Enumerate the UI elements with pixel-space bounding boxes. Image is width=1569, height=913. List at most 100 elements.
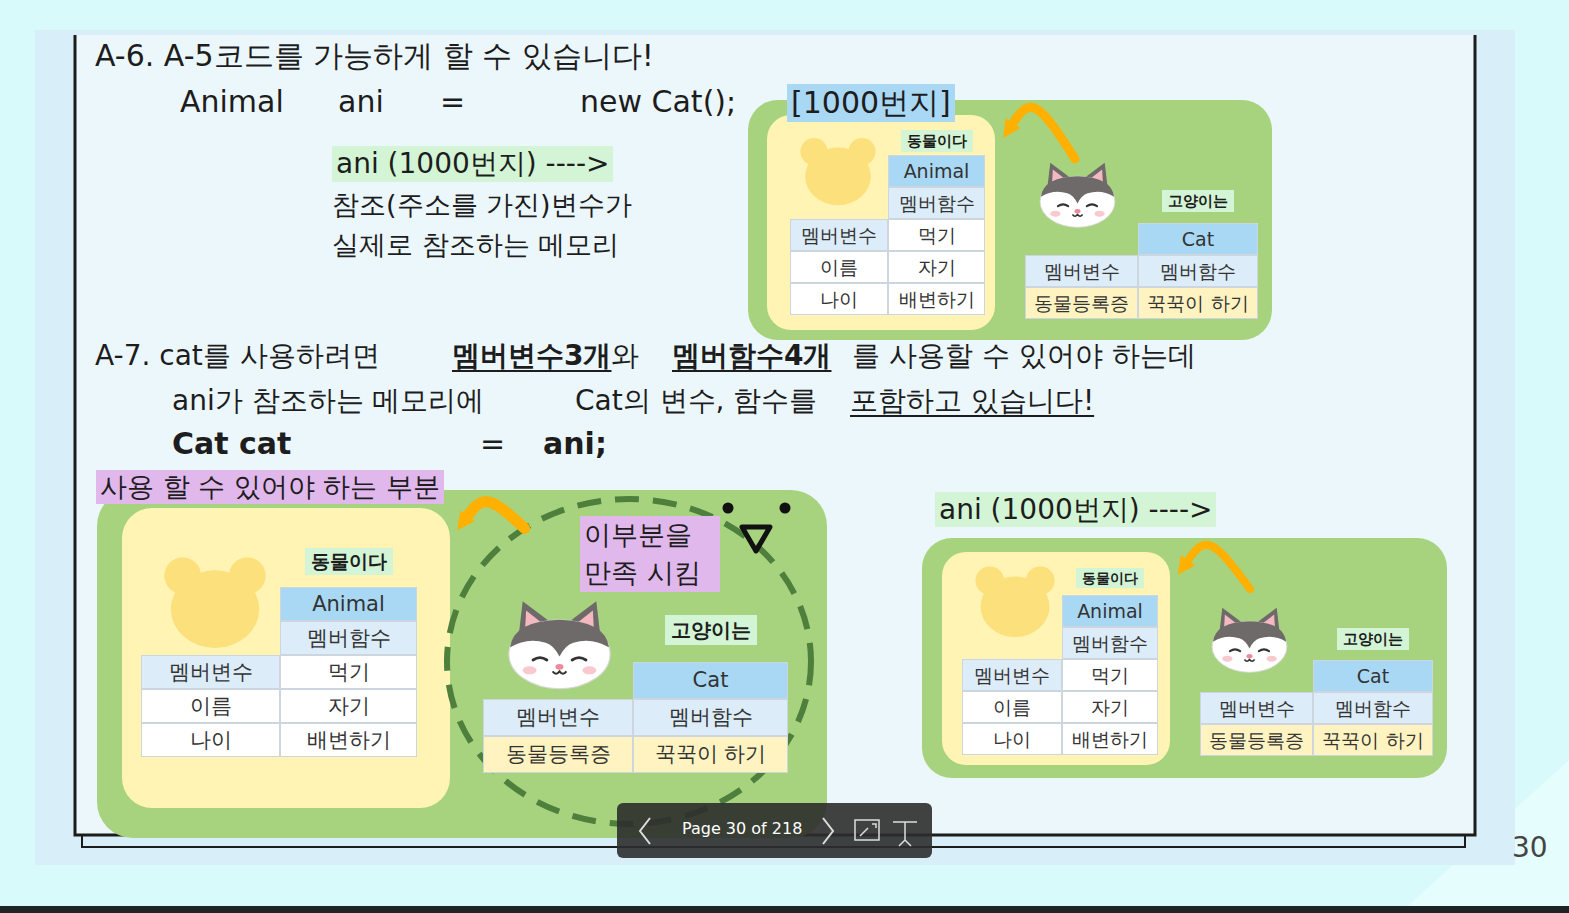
table-cell: 멤버함수 (633, 699, 788, 736)
memory-block: 사용 할 수 있어야 하는 부분동물이다Animal멤버함수멤버변수먹기이름자기… (97, 490, 827, 838)
bottom-bar (0, 906, 1569, 913)
cat-icon (1212, 608, 1287, 673)
table-cell: 배변하기 (280, 723, 417, 757)
table-cell: 이름 (790, 251, 888, 283)
table-cell: 꾹꾹이 하기 (633, 736, 788, 773)
table-cell: 멤버변수 (483, 699, 633, 736)
class-label: 동물이다 (1076, 568, 1144, 588)
table-cell: Cat (1138, 223, 1258, 255)
text-label: Page 30 of 218 (682, 819, 802, 840)
heading-label: 이부분을 만족 시킴 (580, 516, 720, 592)
text-label: 멤버변수3개 (452, 338, 611, 374)
table-cell: 배변하기 (888, 283, 985, 315)
table-cell: 자기 (888, 251, 985, 283)
arrow-connector (467, 502, 524, 529)
cat-icon (509, 601, 610, 688)
class-label: 동물이다 (305, 548, 393, 575)
text-label: 와 (611, 338, 639, 374)
table-cell: 배변하기 (1062, 723, 1158, 755)
text-label: 포함하고 있습니다! (850, 383, 1094, 419)
bear-icon (800, 138, 875, 205)
table-cell: 멤버함수 (888, 187, 985, 219)
class-table: 고양이는 Cat멤버변수멤버함수동물등록증꾹꾹이 하기 (1025, 160, 1260, 321)
nav-fullscreen (855, 820, 879, 840)
face-eye (723, 503, 734, 514)
table-cell: 먹기 (280, 655, 417, 689)
class-box: 동물이다Animal멤버함수멤버변수먹기이름자기나이배변하기 (767, 115, 995, 330)
text-label: = (440, 82, 465, 121)
text-label: ani; (543, 424, 607, 463)
table-cell: 멤버함수 (280, 621, 417, 655)
table-cell: 멤버변수 (790, 219, 888, 251)
page-navigator (617, 803, 932, 858)
heading-label: 사용 할 수 있어야 하는 부분 (96, 470, 444, 504)
nav-fullscreen-arrow (860, 824, 876, 836)
face-mouth (742, 527, 770, 551)
table-cell: 멤버함수 (1062, 627, 1158, 659)
table-cell: 멤버변수 (1025, 255, 1138, 287)
text-label: = (480, 424, 505, 463)
slide-sheet (75, 35, 1475, 835)
table-cell: 멤버변수 (141, 655, 280, 689)
text-label: 를 사용할 수 있어야 하는데 (852, 338, 1196, 374)
nav-prev (640, 818, 650, 844)
table-cell: Animal (280, 587, 417, 621)
nav-bar (617, 803, 932, 858)
table-cell: 자기 (280, 689, 417, 723)
table-cell: 동물등록증 (483, 736, 633, 773)
table-cell: 먹기 (1062, 659, 1158, 691)
table-cell: 나이 (962, 723, 1062, 755)
table-cell: Animal (1062, 595, 1158, 627)
class-label: 고양이는 (1162, 190, 1234, 212)
heading-label: [1000번지] (787, 84, 955, 122)
table-cell: 먹기 (888, 219, 985, 251)
table-cell: 이름 (141, 689, 280, 723)
class-table: 고양이는Cat멤버변수멤버함수동물등록증꾹꾹이 하기 (1200, 590, 1435, 758)
text-label: 참조(주소를 가진)변수가 실제로 참조하는 메모리 (332, 185, 677, 265)
table-cell: 멤버변수 (1200, 692, 1313, 724)
cat-icon (1040, 163, 1115, 228)
smiley-face (723, 503, 791, 552)
table-cell: 자기 (1062, 691, 1158, 723)
dashed-ellipse (447, 499, 811, 824)
table-cell: Cat (633, 662, 788, 699)
table-cell: 동물등록증 (1025, 287, 1138, 319)
face-eye (780, 503, 791, 514)
memory-block: ani (1000번지) ---->동물이다Animal멤버함수멤버변수먹기이름… (922, 538, 1447, 778)
table-cell: 나이 (141, 723, 280, 757)
slide-panel (35, 30, 1515, 865)
class-box: 동물이다 Animal멤버함수멤버변수먹기이름자기나이배변하기 (942, 552, 1170, 765)
class-label: 고양이는 (1337, 628, 1409, 650)
table-cell: 이름 (962, 691, 1062, 723)
text-label: ani (1000번지) ----> (332, 146, 613, 182)
text-label: ani가 참조하는 메모리에 (172, 383, 484, 419)
text-label: A-7. cat를 사용하려면 (95, 338, 380, 374)
class-table: 고양이는 Cat멤버변수멤버함수동물등록증꾹꾹이 하기 (483, 585, 790, 775)
class-box: 동물이다 Animal멤버함수멤버변수먹기이름자기나이배변하기 (122, 508, 450, 808)
arrow-connector (1012, 107, 1075, 159)
text-label: Animal (180, 82, 284, 121)
bear-icon (976, 566, 1055, 637)
table-cell: 꾹꾹이 하기 (1138, 287, 1258, 319)
text-label: Cat cat (172, 424, 291, 463)
text-label: Cat의 변수, 함수를 (575, 383, 817, 419)
arrow-connector (1187, 545, 1250, 589)
bear-icon (164, 557, 265, 648)
text-label: ani (338, 82, 384, 121)
sheet-border (75, 35, 1475, 835)
connectors (467, 107, 1250, 589)
class-label: 동물이다 (901, 130, 973, 152)
table-cell: 멤버변수 (962, 659, 1062, 691)
table-cell: 나이 (790, 283, 888, 315)
nav-next (823, 818, 833, 844)
text-label: new Cat(); (580, 82, 736, 121)
memory-block: [1000번지]동물이다Animal멤버함수멤버변수먹기이름자기나이배변하기고양… (748, 100, 1272, 340)
heading-label: ani (1000번지) ----> (935, 492, 1216, 527)
class-label: 고양이는 (665, 615, 757, 645)
highlight-ellipse: 이부분을 만족 시킴고양이는 Cat멤버변수멤버함수동물등록증꾹꾹이 하기 (443, 495, 815, 828)
table-cell: 꾹꾹이 하기 (1313, 724, 1433, 756)
table-cell: Cat (1313, 660, 1433, 692)
table-cell: 멤버함수 (1138, 255, 1258, 287)
